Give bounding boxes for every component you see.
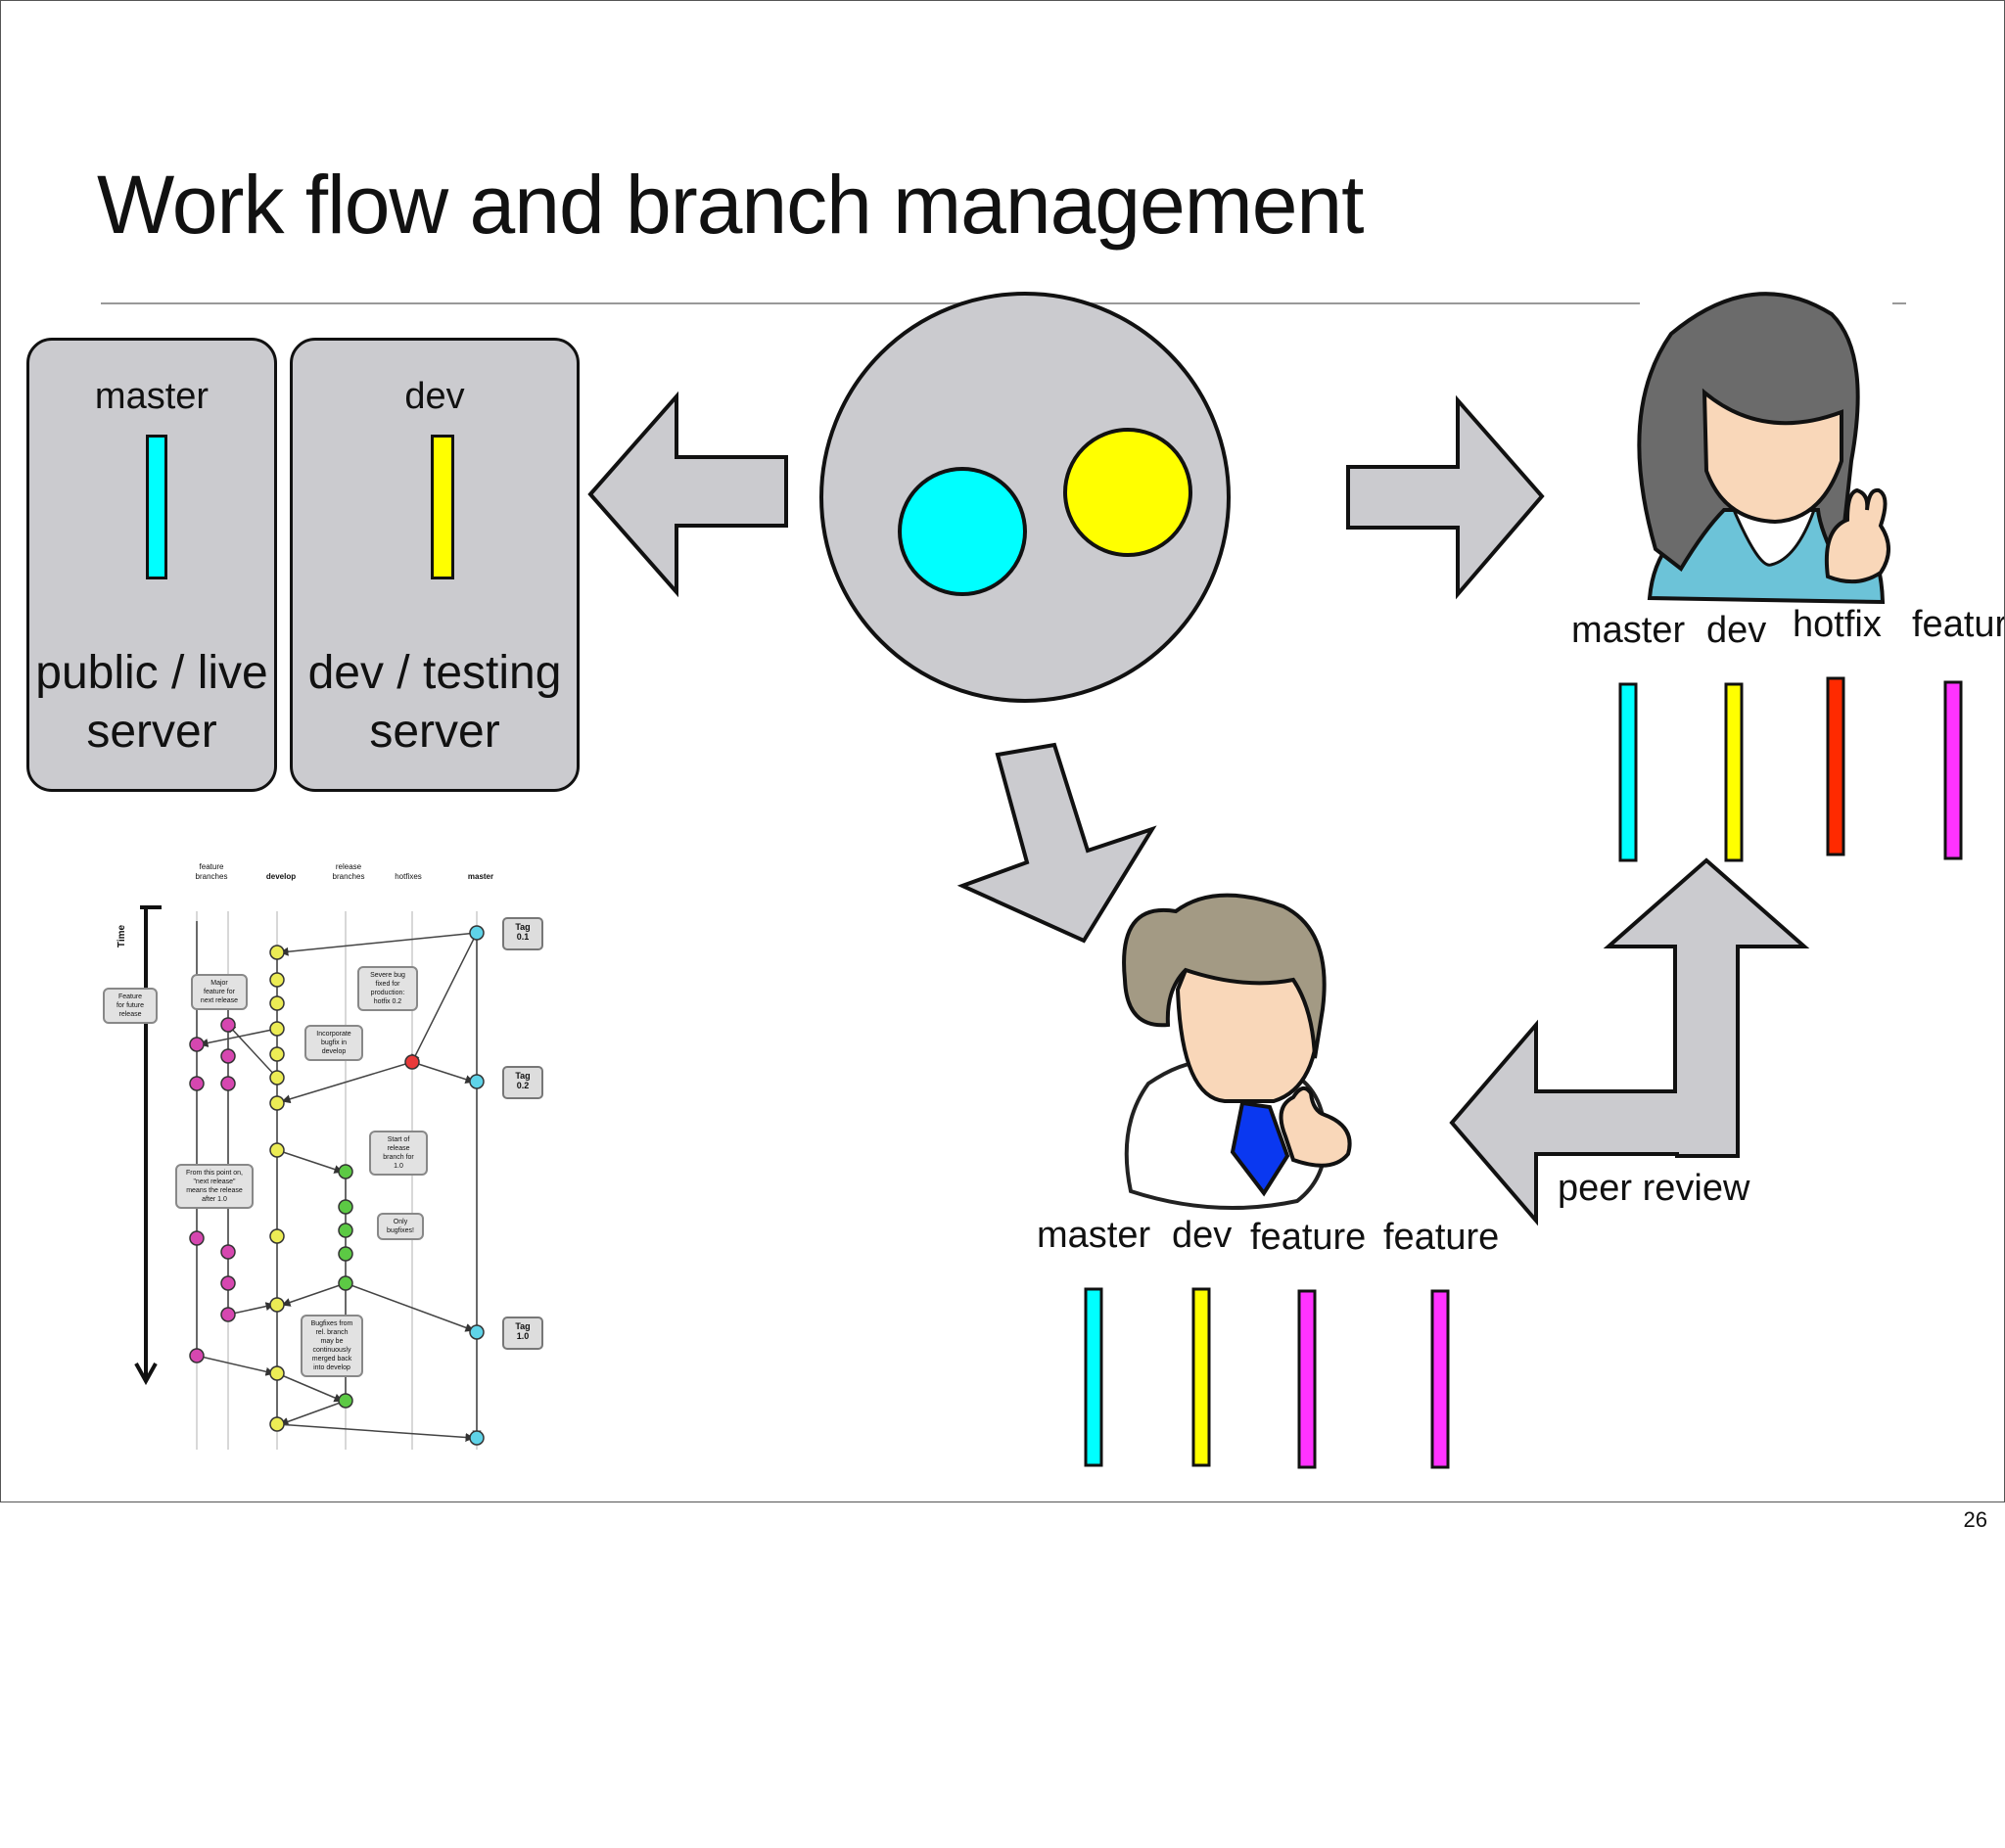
female-face: [1702, 388, 1843, 525]
gitflow-note-major-feature: Major feature for next release: [191, 974, 248, 1010]
gitflow-col-master: master: [467, 872, 494, 881]
gitflow-note-next-release: From this point on, "next release" means…: [175, 1164, 254, 1209]
server-branch-bar-dev: [431, 435, 454, 579]
arrow-to-female-developer: [1346, 394, 1545, 600]
male-hair: [1122, 893, 1327, 1059]
female-branch-bars: [1618, 676, 1963, 862]
male-branch-label-master: master: [1037, 1215, 1151, 1256]
title-rule-stub: [1892, 302, 1906, 304]
female-branch-bar-dev: [1724, 682, 1744, 862]
gitflow-note-incorporate-bugfix: Incorporate bugfix in develop: [304, 1025, 363, 1061]
gitflow-note-future-feature: Feature for future release: [103, 988, 158, 1024]
gitflow-col-feature: feature branches: [195, 862, 228, 881]
male-hand: [1279, 1086, 1352, 1168]
female-developer-avatar: [1637, 292, 1890, 605]
arrow-to-male-developer: [956, 742, 1157, 944]
gitflow-tag-0-1: Tag 0.1: [502, 917, 543, 950]
male-branch-bar-dev: [1191, 1287, 1211, 1467]
female-hand: [1824, 487, 1890, 584]
slide-title: Work flow and branch management: [97, 159, 1364, 251]
female-branch-label-master: master: [1571, 610, 1686, 651]
central-repository: [819, 292, 1231, 703]
server-description-master: public / live server: [35, 647, 268, 758]
peer-review-label: peer review: [1558, 1168, 1750, 1209]
central-repo-branch-dev: [1063, 428, 1192, 557]
gitflow-note-release-start: Start of release branch for 1.0: [369, 1131, 428, 1176]
arrow-to-servers: [587, 391, 788, 598]
gitflow-col-develop: develop: [265, 872, 297, 881]
female-branch-label-dev: dev: [1706, 610, 1767, 651]
female-branch-bar-master: [1618, 682, 1638, 862]
male-branch-bar-feature-1: [1297, 1289, 1317, 1469]
male-branch-bars: [1084, 1287, 1450, 1469]
male-branch-label-feature-1: feature: [1250, 1217, 1367, 1258]
gitflow-col-release: release branches: [332, 862, 365, 881]
server-name-dev: dev: [404, 376, 465, 417]
male-tie: [1230, 1100, 1290, 1197]
gitflow-tag-0-2: Tag 0.2: [502, 1066, 543, 1099]
gitflow-note-bugfix-merge: Bugfixes from rel. branch may be continu…: [301, 1315, 363, 1377]
title-rule: [101, 302, 1640, 304]
male-branch-label-dev: dev: [1172, 1215, 1233, 1256]
female-branch-label-featur: featur: [1912, 604, 2005, 645]
gitflow-note-only-bugfixes: Only bugfixes!: [377, 1213, 424, 1240]
slide: Work flow and branch management master p…: [0, 0, 2005, 1502]
female-branch-bar-hotfix: [1826, 676, 1845, 856]
peer-review-arrow: [1449, 857, 1810, 1226]
page-number: 26: [1963, 1507, 1987, 1532]
female-branch-bar-featur: [1943, 680, 1963, 860]
server-description-dev: dev / testing server: [307, 647, 562, 758]
male-branch-bar-master: [1084, 1287, 1103, 1467]
central-repo-circle: [819, 292, 1231, 703]
female-branch-label-hotfix: hotfix: [1793, 604, 1882, 645]
central-repo-branch-master: [898, 467, 1027, 596]
server-box-master: master public / live server: [26, 338, 277, 792]
gitflow-thumbnail: feature branches develop release branche…: [103, 853, 569, 1459]
male-branch-label-feature-2: feature: [1383, 1217, 1500, 1258]
gitflow-tag-1-0: Tag 1.0: [502, 1317, 543, 1350]
slide-stage: Work flow and branch management master p…: [1, 1, 2005, 1502]
male-developer-avatar: [1122, 893, 1352, 1210]
gitflow-col-hotfixes: hotfixes: [395, 872, 422, 881]
female-collar: [1731, 508, 1817, 567]
server-branch-bar-master: [146, 435, 167, 579]
workflow-graphics: [587, 292, 1963, 1469]
male-branch-bar-feature-2: [1430, 1289, 1450, 1469]
gitflow-note-hotfix: Severe bug fixed for production: hotfix …: [357, 966, 418, 1011]
server-name-master: master: [94, 376, 210, 417]
server-box-dev: dev dev / testing server: [290, 338, 580, 792]
